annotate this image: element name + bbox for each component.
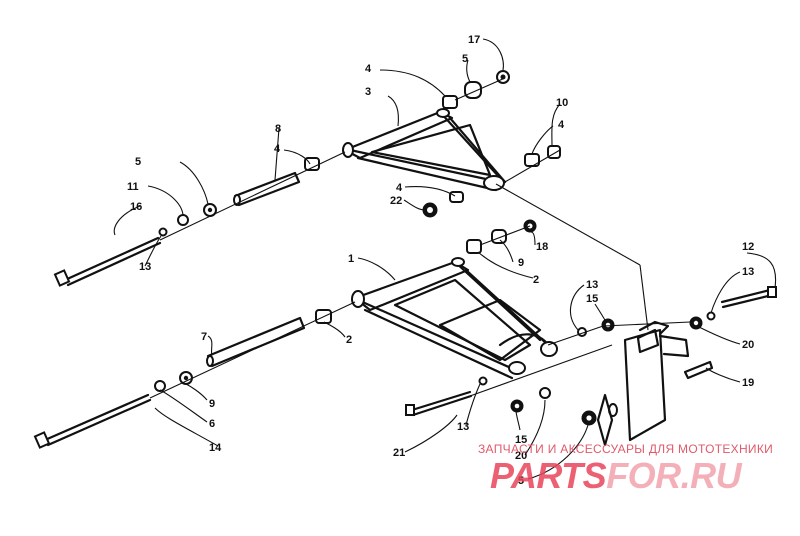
watermark-logo-tail: FOR.RU (606, 455, 742, 496)
callout-17: 17 (468, 34, 480, 46)
callout-19: 19 (742, 377, 754, 389)
upper-washers (158, 203, 217, 237)
callout-12: 12 (742, 241, 754, 253)
callout-10: 10 (556, 97, 568, 109)
watermark-logo: PARTSFOR.RU (490, 455, 742, 497)
callout-22: 22 (390, 195, 402, 207)
callout-14: 14 (209, 442, 222, 454)
callout-11: 11 (127, 181, 139, 193)
callout-3: 3 (365, 86, 371, 98)
lower-pivot-shaft (206, 316, 306, 368)
callout-2: 2 (346, 334, 352, 346)
alignment-lines (149, 77, 691, 399)
callout-7: 7 (201, 331, 207, 343)
upper-long-bolt (53, 236, 162, 287)
callout-21: 21 (393, 447, 405, 459)
callout-4: 4 (558, 119, 565, 131)
watermark-tagline: ЗАПЧАСТИ И АКСЕССУАРЫ ДЛЯ МОТОТЕХНИКИ (478, 442, 774, 456)
callout-13: 13 (586, 279, 598, 291)
callout-5: 5 (518, 475, 524, 487)
shock-bolt (689, 286, 777, 330)
callout-4: 4 (396, 182, 403, 194)
lower-arm-hardware (315, 219, 615, 337)
callout-4: 4 (365, 63, 372, 75)
callout-13: 13 (139, 261, 151, 273)
callout-13: 13 (742, 266, 754, 278)
upper-a-arm (342, 108, 507, 192)
lower-long-bolt (33, 393, 152, 449)
callout-labels: 1 2 2 3 4 4 4 4 5 5 5 6 7 8 9 9 10 11 12… (127, 34, 754, 487)
lower-spindle-bolt (405, 376, 597, 426)
callout-4: 4 (274, 143, 281, 155)
callout-16: 16 (130, 201, 142, 213)
upper-arm-hardware (304, 70, 561, 218)
callout-5: 5 (135, 156, 141, 168)
callout-18: 18 (536, 241, 548, 253)
callout-20: 20 (742, 339, 754, 351)
callout-5: 5 (462, 53, 468, 65)
callout-13: 13 (457, 421, 469, 433)
spindle-pin (683, 360, 714, 380)
callout-15: 15 (515, 434, 527, 446)
callout-15: 15 (586, 293, 598, 305)
callout-9: 9 (209, 398, 215, 410)
leader-lines (113, 38, 777, 480)
callout-6: 6 (209, 418, 215, 430)
spindle-assembly (596, 320, 690, 447)
lower-a-arm (351, 257, 558, 380)
callout-1: 1 (348, 253, 354, 265)
callout-8: 8 (275, 123, 281, 135)
watermark-logo-main: PARTS (490, 455, 607, 496)
callout-9: 9 (518, 257, 524, 269)
callout-20: 20 (515, 450, 527, 462)
callout-2: 2 (533, 274, 539, 286)
